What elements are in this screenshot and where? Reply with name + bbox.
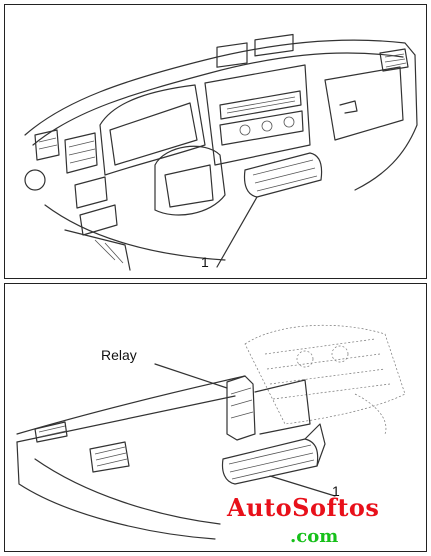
callout-number-top: 1 [201,254,209,270]
callout-number-bottom: 1 [332,483,340,499]
watermark-logo-text: AutoSoftos [227,493,380,522]
watermark-domain-text: .com [290,526,339,547]
top-diagram-panel: 1 [4,4,427,279]
relay-label: Relay [101,347,137,363]
dashboard-side-drawing [16,324,406,540]
dashboard-front-drawing [24,33,418,271]
bottom-diagram-panel: Relay 1 [4,283,427,552]
